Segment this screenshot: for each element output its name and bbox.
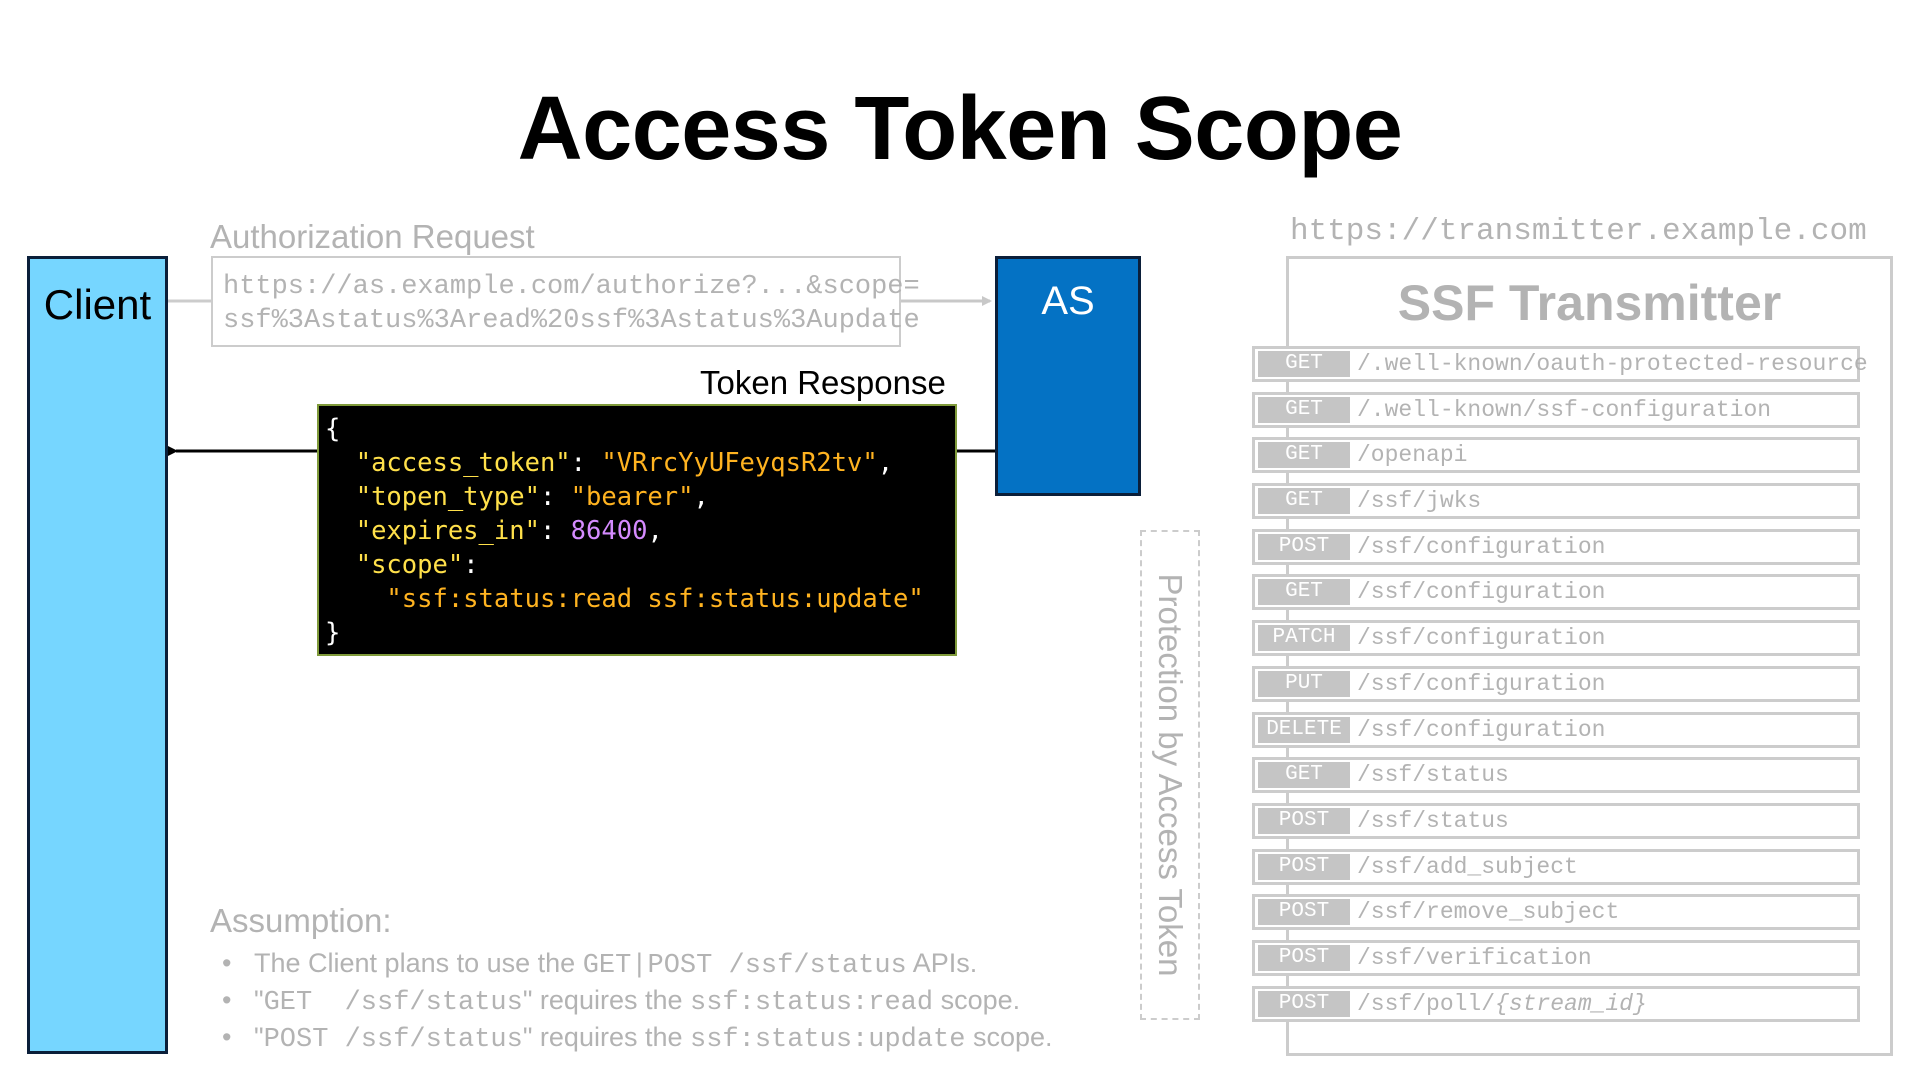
endpoint-row: GET /.well-known/ssf-configuration: [1252, 391, 1860, 428]
endpoint-row: POST/ssf/remove_subject: [1252, 894, 1860, 931]
assumption-item: •The Client plans to use the GET|POST /s…: [222, 948, 978, 981]
json-value-scope: "ssf:status:read ssf:status:update": [386, 584, 924, 614]
client-label: Client: [43, 281, 152, 328]
authorization-request-box: https://as.example.com/authorize?...&sco…: [211, 256, 920, 347]
endpoint-list: GET /.well-known/oauth-protected-resource…: [1252, 346, 1868, 1031]
transmitter-url: https://transmitter.example.com: [1290, 214, 1867, 249]
authorization-request-line-2: ssf%3Astatus%3Aread%20ssf%3Astatus%3Aupd…: [223, 306, 920, 336]
endpoint-path: /ssf/poll/{stream_id}: [1357, 990, 1647, 1017]
json-close-brace: }: [325, 618, 341, 648]
endpoint-path: /ssf/jwks: [1357, 488, 1482, 515]
endpoint-row: GET /.well-known/oauth-protected-resource: [1252, 346, 1868, 382]
endpoint-path: /ssf/configuration: [1357, 579, 1606, 606]
http-method-badge: GET: [1258, 351, 1350, 377]
http-method-badge: GET: [1258, 579, 1350, 606]
json-value-access-token: "VRrcYyUFeyqsR2tv": [601, 448, 878, 478]
endpoint-row: POST/ssf/add_subject: [1252, 848, 1860, 885]
authorization-request-line-1: https://as.example.com/authorize?...&sco…: [223, 272, 920, 302]
endpoint-path: /ssf/status: [1357, 762, 1509, 789]
http-method-badge: GET: [1258, 762, 1350, 789]
http-method-badge: POST: [1258, 899, 1350, 926]
endpoint-path: /ssf/add_subject: [1357, 853, 1578, 880]
endpoint-path: /.well-known/oauth-protected-resource: [1357, 351, 1868, 377]
http-method-badge: POST: [1258, 990, 1350, 1017]
protection-label: Protection by Access Token: [1152, 573, 1189, 977]
endpoint-row: POST/ssf/status: [1252, 802, 1860, 839]
endpoint-path: /ssf/status: [1357, 807, 1509, 834]
endpoint-path: /ssf/configuration: [1357, 716, 1606, 743]
authorization-server-box: AS: [995, 256, 1141, 496]
json-key-token-type: "topen_type": [355, 482, 540, 512]
endpoint-path: /ssf/verification: [1357, 944, 1592, 971]
endpoint-path-param: {stream_id}: [1495, 990, 1647, 1017]
json-value-expires-in: 86400: [570, 516, 648, 546]
endpoint-row: GET/openapi: [1252, 437, 1860, 474]
assumption-item: •"POST /ssf/status" requires the ssf:sta…: [222, 1022, 1053, 1055]
json-key-access-token: "access_token": [355, 448, 571, 478]
http-method-badge: POST: [1258, 944, 1350, 971]
endpoint-path: /ssf/remove_subject: [1357, 899, 1620, 926]
http-method-badge: POST: [1258, 533, 1350, 560]
client-lifeline: Client: [27, 256, 168, 1054]
json-key-scope: "scope": [355, 550, 464, 580]
json-open-brace: {: [325, 414, 341, 444]
transmitter-title: SSF Transmitter: [1397, 275, 1782, 331]
endpoint-row: GET/ssf/configuration: [1252, 574, 1860, 611]
http-method-badge: PATCH: [1258, 625, 1350, 652]
http-method-badge: DELETE: [1258, 716, 1350, 743]
http-method-badge: GET: [1258, 442, 1350, 469]
endpoint-path: /ssf/configuration: [1357, 625, 1606, 652]
token-response-json: { "access_token": "VRrcYyUFeyqsR2tv", "t…: [317, 404, 957, 656]
http-method-badge: POST: [1258, 807, 1350, 834]
token-response-caption: Token Response: [700, 364, 946, 401]
assumption-list: •The Client plans to use the GET|POST /s…: [222, 946, 1053, 1057]
page-title: Access Token Scope: [517, 79, 1403, 179]
protection-boundary: Protection by Access Token: [1140, 530, 1200, 1020]
http-method-badge: POST: [1258, 853, 1350, 880]
endpoint-row: POST/ssf/poll/{stream_id}: [1252, 985, 1860, 1022]
json-value-token-type: "bearer": [570, 482, 694, 512]
assumption-title: Assumption:: [210, 902, 392, 939]
endpoint-row: DELETE/ssf/configuration: [1252, 711, 1860, 748]
authorization-request-caption: Authorization Request: [210, 218, 535, 255]
endpoint-path: /openapi: [1357, 442, 1468, 469]
http-method-badge: PUT: [1258, 670, 1350, 697]
json-key-expires-in: "expires_in": [355, 516, 540, 546]
endpoint-row: PATCH/ssf/configuration: [1252, 620, 1860, 657]
endpoint-row: GET/ssf/status: [1252, 757, 1860, 794]
endpoint-row: PUT/ssf/configuration: [1252, 665, 1860, 702]
endpoint-row: POST/ssf/configuration: [1252, 528, 1860, 565]
endpoint-row: POST/ssf/verification: [1252, 939, 1860, 976]
as-label: AS: [1041, 279, 1095, 323]
endpoint-row: GET/ssf/jwks: [1252, 483, 1860, 520]
http-method-badge: GET: [1258, 488, 1350, 515]
endpoint-path: /.well-known/ssf-configuration: [1357, 396, 1772, 423]
endpoint-path: /ssf/configuration: [1357, 670, 1606, 697]
http-method-badge: GET: [1258, 396, 1350, 423]
assumption-item: •"GET /ssf/status" requires the ssf:stat…: [222, 985, 1021, 1018]
endpoint-path: /ssf/configuration: [1357, 533, 1606, 560]
